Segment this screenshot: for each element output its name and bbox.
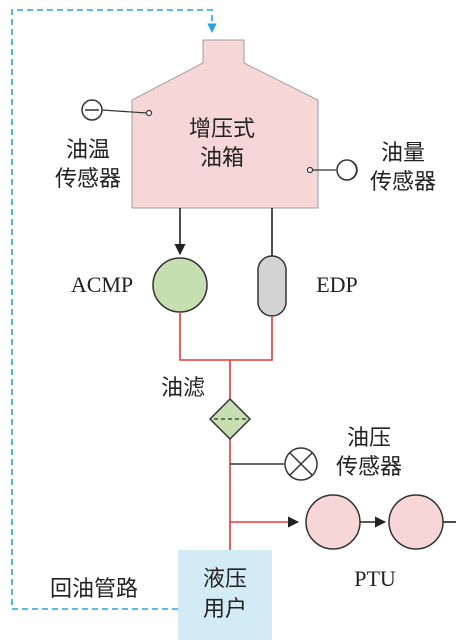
oil-level-sensor-label-line2: 传感器 xyxy=(370,170,436,195)
edp-pump xyxy=(257,255,287,317)
tank-label-line2: 油箱 xyxy=(200,146,244,171)
tank-label-line1: 增压式 xyxy=(189,117,255,142)
oil-temp-sensor xyxy=(81,99,153,121)
oil-level-sensor-label-line1: 油量 xyxy=(381,141,425,166)
oil-pressure-sensor xyxy=(230,447,318,481)
return-line xyxy=(11,9,217,610)
oil-level-sensor xyxy=(306,159,358,181)
acmp-label: ACMP xyxy=(71,272,133,297)
hydraulic-user xyxy=(178,550,272,640)
return-line-label: 回油管路 xyxy=(50,577,138,602)
oil-pressure-sensor-label-line1: 油压 xyxy=(347,426,391,451)
ptu-pump xyxy=(388,494,444,550)
ptu-unit xyxy=(305,494,456,550)
filter-label: 油滤 xyxy=(161,376,205,401)
oil-temp-sensor-label-line1: 油温 xyxy=(66,138,110,163)
pressurized-tank xyxy=(131,39,319,209)
oil-temp-sensor-label-line2: 传感器 xyxy=(55,167,121,192)
acmp-pump xyxy=(152,257,208,313)
ptu-label: PTU xyxy=(354,566,396,591)
hydraulic-user-label-line1: 液压 xyxy=(203,567,247,592)
pressure-lines xyxy=(179,312,300,550)
oil-filter xyxy=(208,397,252,441)
edp-label: EDP xyxy=(316,272,358,297)
hydraulic-user-label-line2: 用户 xyxy=(203,597,247,622)
oil-pressure-sensor-label-line2: 传感器 xyxy=(336,455,402,480)
ptu-motor xyxy=(305,494,361,550)
